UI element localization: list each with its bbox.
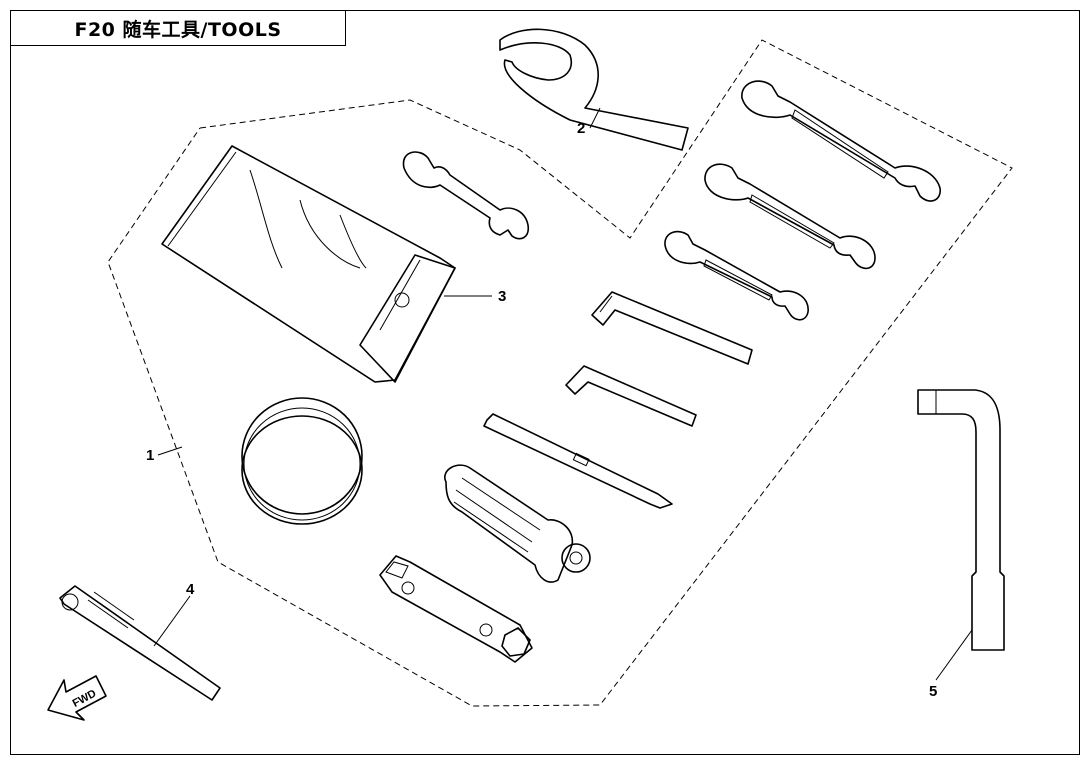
tube-spanner — [379, 555, 533, 663]
callout-4: 4 — [186, 581, 195, 598]
rubber-ring — [241, 397, 363, 525]
l-socket-wrench — [917, 389, 1005, 651]
leader-line-2 — [589, 107, 601, 129]
extension-bar — [59, 585, 221, 701]
double-open-wrench-small — [664, 230, 809, 321]
double-open-wrench-medium — [704, 163, 876, 270]
diagram-title: F20 随车工具/TOOLS — [74, 18, 282, 41]
double-open-wrench-large — [741, 80, 941, 202]
tool-bag — [161, 145, 456, 383]
hex-key-large — [591, 291, 753, 365]
screwdriver-bit — [483, 413, 673, 509]
leader-line-1 — [157, 446, 183, 456]
hex-key-small — [565, 365, 697, 427]
leader-line-5 — [935, 629, 973, 681]
title-box: F20 随车工具/TOOLS — [10, 10, 346, 46]
callout-1: 1 — [146, 447, 154, 464]
callout-5: 5 — [929, 683, 937, 700]
hook-spanner — [499, 28, 689, 151]
screwdriver-handle — [444, 464, 591, 583]
kit-boundary-dashed — [107, 39, 1013, 707]
leader-line-4 — [153, 595, 191, 647]
fwd-arrow — [47, 675, 107, 721]
drawing-frame — [10, 10, 1080, 755]
callout-2: 2 — [577, 120, 585, 137]
callout-3: 3 — [498, 288, 506, 305]
small-open-wrench — [402, 151, 530, 240]
